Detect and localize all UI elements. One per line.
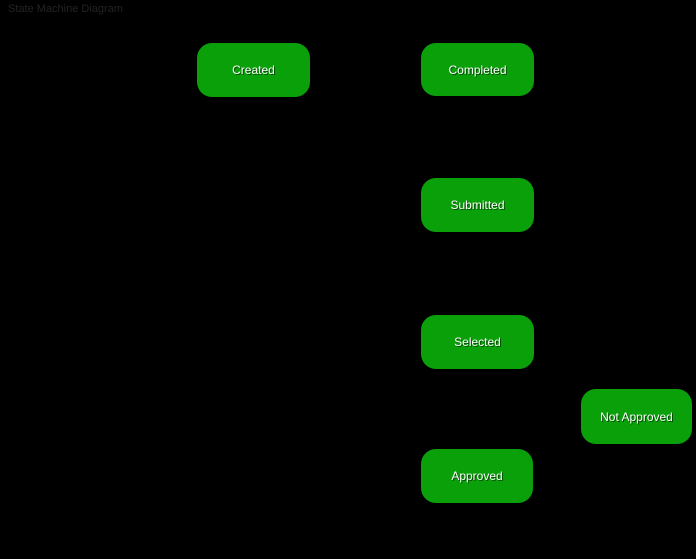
state-label-submitted: Submitted — [450, 198, 505, 212]
state-node-approved: Approved — [421, 449, 533, 503]
state-node-completed: Completed — [421, 43, 534, 96]
state-node-selected: Selected — [421, 315, 534, 369]
state-label-approved: Approved — [451, 469, 503, 483]
diagram-title: State Machine Diagram — [8, 3, 123, 15]
state-node-submitted: Submitted — [421, 178, 534, 232]
state-node-created: Created — [197, 43, 310, 97]
state-label-selected: Selected — [454, 335, 501, 349]
state-label-not-approved: Not Approved — [600, 409, 673, 424]
state-label-completed: Completed — [448, 62, 507, 77]
state-node-not-approved: Not Approved — [581, 389, 692, 444]
state-label-created: Created — [232, 63, 275, 77]
